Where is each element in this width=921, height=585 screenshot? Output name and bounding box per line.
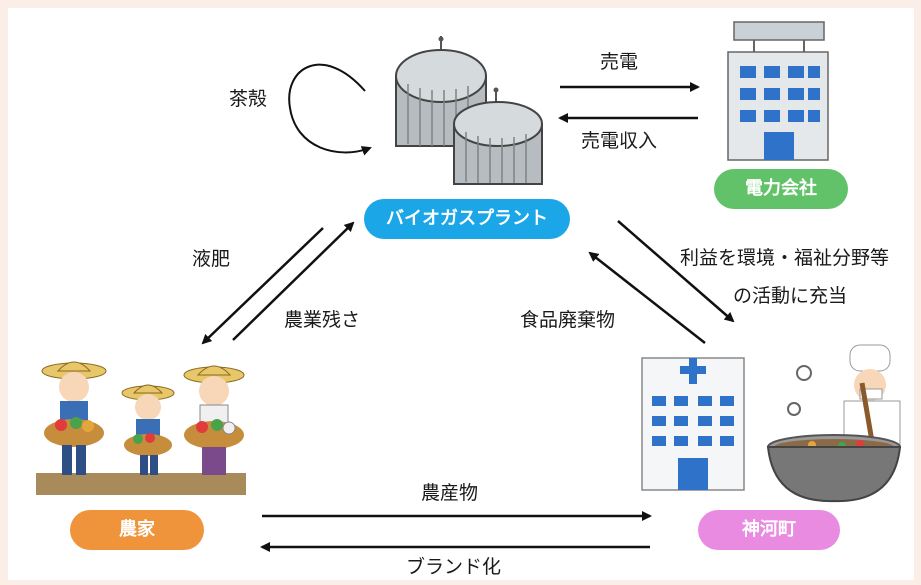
agri-residue-label: 農業残さ <box>284 309 361 331</box>
produce-label: 農産物 <box>421 482 479 504</box>
farmer-left <box>41 361 107 475</box>
farmers-image <box>36 361 246 495</box>
power-company-building-image <box>727 21 829 161</box>
farmer-right <box>183 365 245 475</box>
town-node: 神河町 <box>698 510 840 550</box>
arrows-layer <box>201 63 735 552</box>
agri-residue-arrow <box>232 221 355 341</box>
power-company-node: 電力会社 <box>714 169 848 209</box>
liquid-fertilizer-label: 液肥 <box>192 248 231 270</box>
biogas-tanks-image <box>395 36 543 185</box>
food-waste-arrow <box>588 251 706 344</box>
farmer-middle <box>121 384 175 475</box>
branding-label: ブランド化 <box>406 556 502 578</box>
profit-allocation-label-line2: の活動に充当 <box>733 285 848 307</box>
biogas-plant-node: バイオガスプラント <box>364 199 570 239</box>
power-sale-label: 売電 <box>600 51 639 73</box>
tea-husk-label: 茶殻 <box>229 88 268 110</box>
town-building-image <box>641 357 745 491</box>
cook-with-pot-image <box>766 344 902 503</box>
power-revenue-label: 売電収入 <box>581 130 658 152</box>
liquid-fertilizer-arrow <box>201 227 324 345</box>
profit-allocation-label-line1: 利益を環境・福祉分野等 <box>680 247 890 269</box>
diagram-canvas: バイオガスプラント 電力会社 農家 神河町 茶殻 売電 売電収入 液肥 農業残さ… <box>8 8 914 580</box>
food-waste-label: 食品廃棄物 <box>520 309 616 331</box>
tea-husk-cycle-arrow <box>288 63 372 156</box>
farmers-node: 農家 <box>70 510 204 550</box>
profit-arrow <box>617 220 735 323</box>
